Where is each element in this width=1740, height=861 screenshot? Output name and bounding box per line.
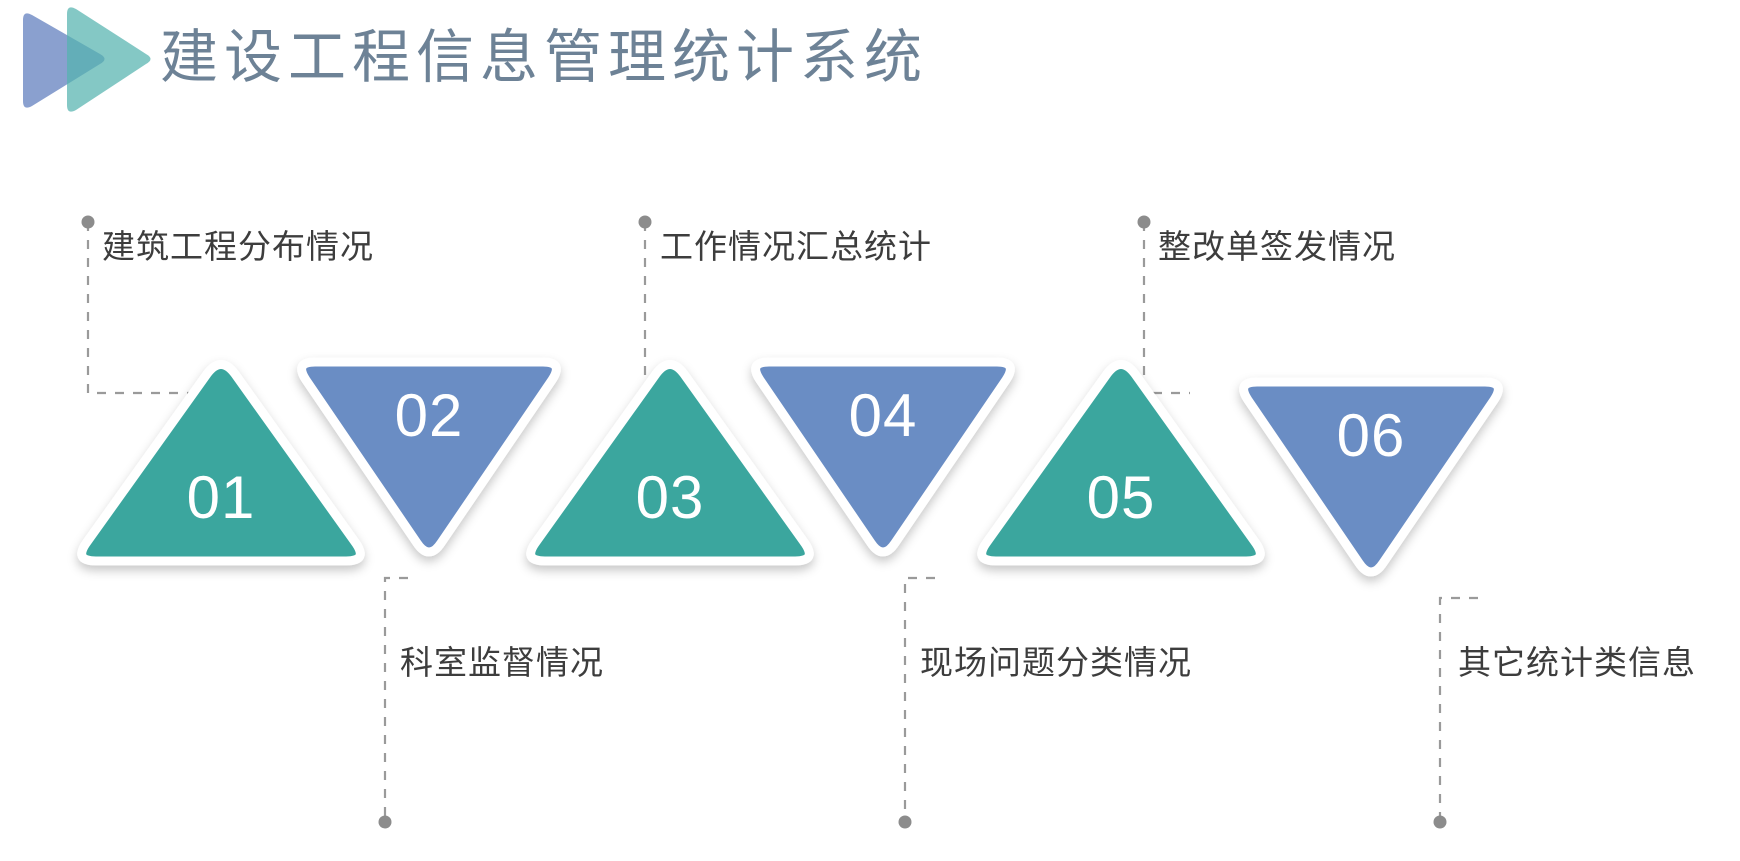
node-06[interactable]: 06 bbox=[1239, 373, 1503, 577]
connector-line-04 bbox=[903, 576, 935, 822]
connector-dot-02 bbox=[378, 815, 392, 829]
header: 建设工程信息管理统计系统 bbox=[0, 0, 1740, 130]
node-label-05: 整改单签发情况 bbox=[1158, 228, 1396, 265]
node-04[interactable]: 04 bbox=[751, 353, 1015, 557]
connector-dot-03 bbox=[638, 215, 652, 229]
triangle-up-shape-05 bbox=[977, 360, 1265, 566]
page-title: 建设工程信息管理统计系统 bbox=[160, 25, 929, 90]
connector-dot-01 bbox=[81, 215, 95, 229]
connector-line-02 bbox=[383, 576, 408, 822]
play-logo-icon bbox=[23, 7, 151, 112]
connector-dot-04 bbox=[898, 815, 912, 829]
node-label-01: 建筑工程分布情况 bbox=[102, 228, 374, 265]
node-label-04: 现场问题分类情况 bbox=[920, 644, 1192, 681]
node-label-06: 其它统计类信息 bbox=[1458, 644, 1696, 681]
connector-dot-05 bbox=[1137, 215, 1151, 229]
triangle-down-shape-02 bbox=[297, 357, 561, 557]
connector-dot-06 bbox=[1433, 815, 1447, 829]
triangle-up-shape-01 bbox=[77, 360, 365, 566]
node-02[interactable]: 02 bbox=[297, 353, 561, 557]
connector-line-06 bbox=[1438, 596, 1478, 822]
node-label-03: 工作情况汇总统计 bbox=[660, 228, 932, 265]
triangle-down-shape-04 bbox=[751, 357, 1015, 557]
triangle-up-shape-03 bbox=[526, 360, 814, 566]
triangle-down-shape-06 bbox=[1239, 377, 1503, 577]
node-05[interactable]: 05 bbox=[977, 360, 1265, 566]
node-label-02: 科室监督情况 bbox=[400, 644, 604, 681]
